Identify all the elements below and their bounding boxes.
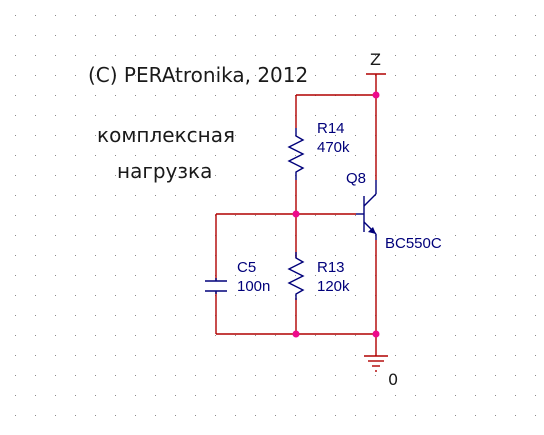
capacitor-c5: C5 100n <box>205 259 270 295</box>
power-rail-symbol: Z <box>366 50 386 95</box>
r13-ref: R13 <box>317 259 345 276</box>
power-rail-label: Z <box>370 50 381 69</box>
junction-dot <box>372 91 380 99</box>
resistor-r14: R14 470k <box>287 120 350 180</box>
junction-dot <box>292 210 300 218</box>
r14-ref: R14 <box>317 120 345 137</box>
junction-dot <box>372 330 380 338</box>
r13-value: 120k <box>317 278 350 295</box>
junction-dot <box>292 330 300 338</box>
q8-ref: Q8 <box>346 170 366 187</box>
junctions <box>292 91 380 338</box>
resistor-r13: R13 120k <box>287 252 350 300</box>
ground-label: 0 <box>388 370 398 389</box>
transistor-q8: Q8 BC550C <box>346 170 442 252</box>
note-line-1: комплексная <box>97 123 235 147</box>
c5-ref: C5 <box>237 259 256 276</box>
ground-symbol: 0 <box>364 355 398 389</box>
r14-value: 470k <box>317 139 350 156</box>
copyright-text: (C) PERAtronika, 2012 <box>88 63 308 87</box>
q8-model: BC550C <box>385 235 442 252</box>
c5-value: 100n <box>237 278 270 295</box>
note-line-2: нагрузка <box>117 159 212 183</box>
